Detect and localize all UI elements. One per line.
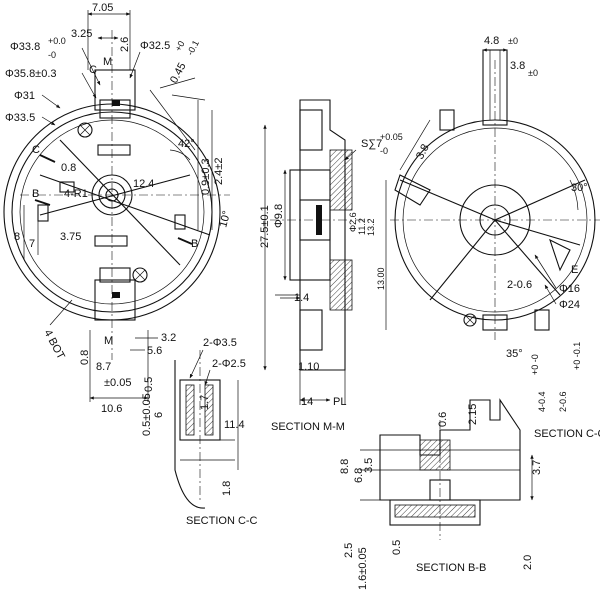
- dim-12.4: 12.4: [133, 178, 154, 190]
- dim-angle-42: 42°: [178, 138, 195, 150]
- dim-3.25: 3.25: [71, 28, 92, 40]
- dim-2.6: 2.6: [119, 37, 131, 52]
- dim-angle-30: 30°: [571, 182, 588, 194]
- dim-2-0.6-b-tol: +0 -0.1: [572, 342, 582, 370]
- dim-13.2: 13.2: [366, 218, 376, 236]
- dim-4.8: 4.8: [484, 35, 499, 47]
- dim-0.6: 0.6: [437, 412, 449, 427]
- dim-3.8-tol: ±0: [528, 68, 538, 78]
- section-mm: S∑7 +0.05 -0 27.5±0.1 Φ9.8 Φ2.6 11.2 13.…: [259, 99, 403, 433]
- mark-b-left: B: [32, 188, 39, 200]
- section-mm-title: SECTION M-M: [271, 421, 345, 433]
- dim-6: 6: [153, 412, 165, 418]
- dim-8.8: 8.8: [339, 459, 351, 474]
- dim-4-r1: 4-R1: [64, 188, 88, 200]
- dim-0.8-top: 0.8: [61, 162, 76, 174]
- dim-8: 8: [14, 231, 20, 243]
- dim-phi33.8: Φ33.8: [10, 41, 40, 53]
- dim-phi9.8: Φ9.8: [273, 204, 285, 228]
- dim-0.45-tol-up: +0: [173, 39, 187, 53]
- dim-3.5: 3.5: [363, 458, 375, 473]
- dim-phi2.6: Φ2.6: [348, 212, 358, 232]
- dim-11.4: 11.4: [224, 419, 245, 431]
- dim-1.7: 1.7: [199, 395, 211, 410]
- dim-0.9: 0.9±0.3: [200, 158, 212, 195]
- dim-s7: S∑7: [361, 138, 382, 150]
- dim-3.75: 3.75: [60, 231, 81, 243]
- dim-4.8-tol: ±0: [508, 36, 518, 46]
- dim-pl: PL: [333, 396, 346, 408]
- dim-0.45: 0.45: [168, 61, 189, 86]
- dim-phi24: Φ24: [559, 299, 580, 311]
- dim-6.8: 6.8: [353, 468, 365, 483]
- mark-b-right: B: [191, 238, 198, 250]
- section-cc-left-title: SECTION C-C: [186, 515, 258, 527]
- dim-3.2: 3.2: [161, 332, 176, 344]
- dim-0.8-bot: 0.8: [79, 350, 91, 365]
- section-bb-title: SECTION B-B: [416, 562, 486, 574]
- dim-13.00: 13.00: [376, 267, 386, 290]
- dim-7.05: 7.05: [92, 2, 113, 14]
- dim-s7-tol-up: +0.05: [380, 132, 403, 142]
- front-view: 7.05 3.25 2.6 C M Φ33.8 +0.0 -0 Φ35.8±0.…: [3, 2, 233, 415]
- dim-s7-tol-dn: -0: [380, 146, 388, 156]
- section-cc-left: 2-Φ3.5 2-Φ2.5 0.5±0.05 6 1.7 11.4 1.8 SE…: [141, 337, 258, 527]
- mark-m-bot: M: [104, 335, 113, 347]
- dim-phi33.8-tol-up: +0.0: [48, 36, 66, 46]
- dim-phi31: Φ31: [14, 90, 35, 102]
- dim-4-0.4-tol: +0 -0: [530, 354, 540, 375]
- dim-1.6: 1.6±0.05: [357, 547, 369, 590]
- dim-0.5-0.05: 0.5±0.05: [141, 393, 153, 436]
- dim-0.5: 0.5: [143, 377, 155, 392]
- dim-2.15: 2.15: [467, 404, 479, 425]
- dim-2-0.6-b: 2-0.6: [558, 391, 568, 412]
- mark-e: E: [571, 264, 578, 276]
- dim-angle-35: 35°: [506, 348, 523, 360]
- dim-0.5-b: 0.5: [391, 540, 403, 555]
- dim-phi16: Φ16: [559, 283, 580, 295]
- section-bb: 0.6 2.15 8.8 6.8 3.5 3.7 2.5 1.6±0.05 0.…: [339, 398, 543, 590]
- dim-phi35.8: Φ35.8±0.3: [5, 68, 57, 80]
- dim-2.4: 2.4±2: [213, 158, 225, 185]
- dim-2-phi3.5: 2-Φ3.5: [203, 337, 237, 349]
- dim-1.4: 1.4: [294, 292, 309, 304]
- dim-2.0: 2.0: [522, 555, 534, 570]
- dim-0.45-tol-dn: -0.1: [185, 39, 201, 57]
- section-cc-right-title: SECTION C-C: [534, 428, 600, 440]
- dim-4-0.4: 4-0.4: [537, 391, 547, 412]
- dim-11.2: 11.2: [357, 218, 367, 235]
- dim-27.5: 27.5±0.1: [259, 205, 271, 248]
- dim-2-0.6: 2-0.6: [507, 279, 532, 291]
- dim-phi33.5: Φ33.5: [5, 112, 35, 124]
- dim-8.7: 8.7: [96, 361, 111, 373]
- right-view: 4.8 ±0 3.8 ±0 3.8 30° E 2-0.6 Φ16 Φ24 35…: [390, 35, 600, 440]
- dim-angle-10: 10°: [217, 210, 233, 229]
- dim-3.8: 3.8: [510, 60, 525, 72]
- dim-4-bot: 4 BOT: [41, 328, 67, 362]
- dim-3.7: 3.7: [531, 460, 543, 475]
- dim-7: 7: [29, 238, 35, 250]
- dim-2.5: 2.5: [343, 543, 355, 558]
- dim-10.6: 10.6: [101, 403, 122, 415]
- dim-phi32.5: Φ32.5: [140, 40, 170, 52]
- mark-c-left: C: [32, 144, 40, 156]
- dim-phi33.8-tol-dn: -0: [48, 50, 56, 60]
- dim-2-phi2.5: 2-Φ2.5: [212, 358, 246, 370]
- dim-1.8: 1.8: [221, 481, 233, 496]
- dim-14: 14: [301, 396, 313, 408]
- dim-5.6: 5.6: [147, 345, 162, 357]
- dim-tol-0.05: ±0.05: [104, 377, 131, 389]
- dim-1.10: 1.10: [298, 361, 319, 373]
- mark-m-top: M: [103, 56, 112, 68]
